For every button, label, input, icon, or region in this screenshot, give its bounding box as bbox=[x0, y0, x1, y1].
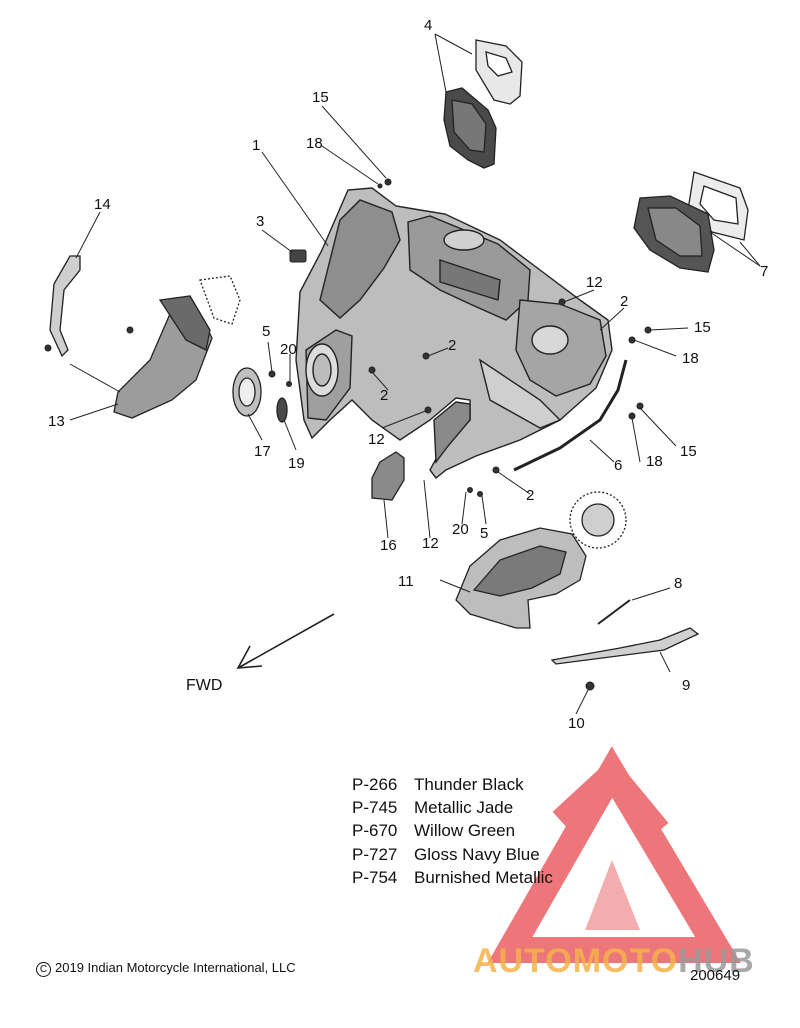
diagram-id: 200649 bbox=[690, 967, 741, 984]
legend-color-name: Willow Green bbox=[414, 821, 516, 841]
callout-20-b: 20 bbox=[452, 521, 469, 538]
legend-row: P-727 Gloss Navy Blue bbox=[352, 843, 612, 866]
callout-14: 14 bbox=[94, 196, 111, 213]
copyright-icon: C bbox=[36, 962, 51, 977]
callout-2-c: 2 bbox=[380, 387, 388, 404]
callout-18-c: 18 bbox=[646, 453, 663, 470]
callout-15-b: 15 bbox=[694, 319, 711, 336]
part-11-lower-fairing bbox=[455, 491, 627, 629]
callout-5-b: 5 bbox=[480, 525, 488, 542]
callout-12-b: 12 bbox=[368, 431, 385, 448]
callout-16: 16 bbox=[380, 537, 397, 554]
callout-2-b: 2 bbox=[448, 337, 456, 354]
callout-18-b: 18 bbox=[682, 350, 699, 367]
fwd-label: FWD bbox=[186, 677, 222, 694]
callout-11: 11 bbox=[398, 573, 414, 590]
part-17-19-speaker-ring bbox=[232, 367, 288, 423]
watermark-part1: AUTOMOTO bbox=[473, 942, 679, 980]
callout-7: 7 bbox=[760, 263, 768, 280]
legend-row: P-670 Willow Green bbox=[352, 819, 612, 842]
callout-12-a: 12 bbox=[586, 274, 603, 291]
callout-20-a: 20 bbox=[280, 341, 297, 358]
copyright-text: 2019 Indian Motorcycle International, LL… bbox=[55, 960, 296, 975]
callout-13: 13 bbox=[48, 413, 65, 430]
legend-row: P-266 Thunder Black bbox=[352, 773, 612, 796]
legend-color-name: Gloss Navy Blue bbox=[414, 844, 540, 864]
legend-code: P-266 bbox=[352, 775, 398, 794]
part-16-panel bbox=[371, 451, 405, 501]
part-1-main-fairing bbox=[295, 187, 613, 479]
legend-color-name: Thunder Black bbox=[414, 775, 524, 794]
watermark-part2: HUB bbox=[678, 942, 755, 980]
leader-lines bbox=[69, 33, 761, 715]
callout-15-c: 15 bbox=[680, 443, 697, 460]
part-13-14-bracket bbox=[49, 255, 241, 419]
legend-code: P-745 bbox=[352, 798, 398, 818]
callout-6: 6 bbox=[614, 457, 622, 474]
callout-1: 1 bbox=[252, 137, 260, 154]
legend-color-name: Burnished Metallic bbox=[414, 867, 553, 887]
legend-row: P-754 Burnished Metallic bbox=[352, 866, 612, 889]
legend-color-name: Metallic Jade bbox=[414, 798, 514, 818]
callout-17: 17 bbox=[254, 443, 271, 460]
callout-10: 10 bbox=[568, 715, 585, 732]
callout-5-a: 5 bbox=[262, 323, 270, 340]
color-legend: P-266 Thunder Black P-745 Metallic Jade P-… bbox=[352, 773, 612, 889]
callout-2-a: 2 bbox=[620, 293, 628, 310]
legend-code: P-727 bbox=[352, 844, 398, 864]
callout-labels: 4 15 18 1 14 3 7 12 2 5 15 2 20 18 2 13 … bbox=[48, 17, 768, 732]
part-6-trim-strip bbox=[513, 359, 628, 472]
callout-2-d: 2 bbox=[526, 487, 534, 504]
part-7-covers bbox=[633, 171, 749, 273]
callout-8: 8 bbox=[674, 575, 682, 592]
legend-code: P-754 bbox=[352, 867, 398, 887]
callout-9: 9 bbox=[682, 677, 690, 694]
part-4-covers bbox=[443, 39, 523, 169]
part-3-clip bbox=[289, 249, 307, 263]
callout-3: 3 bbox=[256, 213, 264, 230]
callout-12-c: 12 bbox=[422, 535, 439, 552]
callout-19: 19 bbox=[288, 455, 305, 472]
callout-15: 15 bbox=[312, 89, 329, 106]
watermark-logo bbox=[487, 746, 741, 963]
part-8-9-rod-bracket bbox=[550, 599, 700, 665]
watermark-wordmark: AUTOMOTOHUB bbox=[473, 942, 755, 981]
callout-4: 4 bbox=[424, 17, 432, 34]
callout-18: 18 bbox=[306, 135, 323, 152]
copyright-notice: C 2019 Indian Motorcycle International, L… bbox=[36, 960, 296, 977]
legend-code: P-670 bbox=[352, 821, 398, 841]
fwd-arrow bbox=[236, 613, 335, 669]
legend-row: P-745 Metallic Jade bbox=[352, 796, 612, 819]
